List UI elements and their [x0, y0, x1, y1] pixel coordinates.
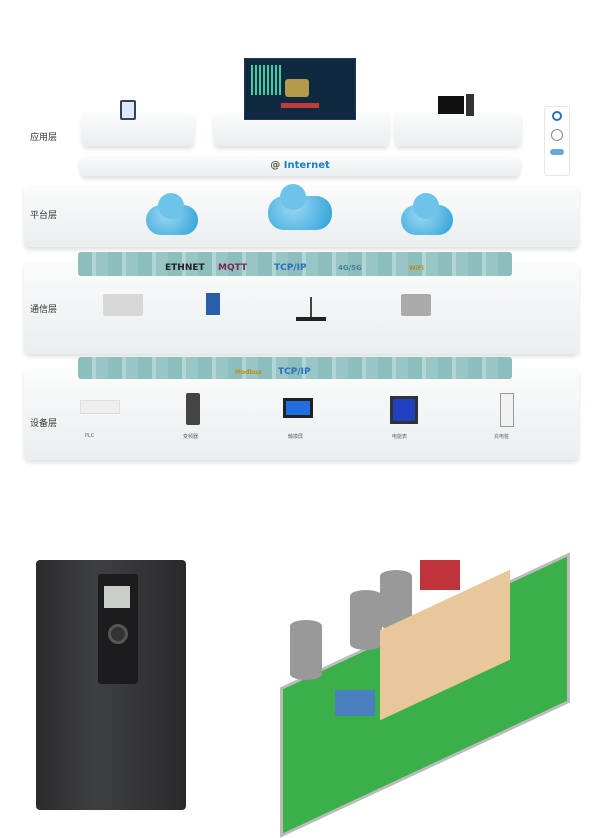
cloud-icon [268, 184, 332, 230]
device-label-charger: 充电桩 [494, 434, 510, 440]
monitor-icon [438, 96, 464, 114]
inverter-device [186, 393, 200, 425]
protocol-tcpip-bottom: TCP/IP [278, 367, 311, 377]
dtu-device [206, 293, 220, 315]
layer-label-device: 设备层 [30, 419, 58, 429]
io-module-device [401, 294, 431, 316]
protocol-band-bottom [78, 357, 512, 379]
protocol-4g5g: 4G/5G [338, 264, 362, 272]
app-slab-pc [395, 112, 521, 146]
pc-tower-icon [466, 94, 474, 116]
app-slab-mobile [82, 112, 194, 146]
side-legend [544, 106, 570, 176]
gear-icon [552, 111, 562, 121]
inverter-photo [36, 560, 186, 810]
protocol-tcpip: TCP/IP [274, 263, 307, 273]
device-label-inverter: 变频器 [183, 434, 199, 440]
circuit-board-photo [260, 540, 580, 838]
touchscreen-device [283, 398, 313, 418]
device-label-meter: 电能表 [392, 434, 408, 440]
antenna-device [296, 317, 326, 321]
layer-label-communication: 通信层 [30, 305, 58, 315]
layer-label-platform: 平台层 [30, 211, 58, 221]
internet-label: Internet [283, 160, 330, 171]
cloud-icon [550, 149, 564, 155]
power-meter-device [390, 396, 418, 424]
protocol-band-top [78, 252, 512, 276]
charger-device [500, 393, 514, 427]
device-label-touchscreen: 触摸屏 [288, 434, 304, 440]
protocol-mqtt: MQTT [218, 263, 248, 273]
dashboard-screen [244, 58, 356, 120]
protocol-ethnet: ETHNET [165, 263, 205, 273]
protocol-wifi: WiFi [409, 265, 424, 272]
tablet-icon [120, 100, 136, 120]
cloud-icon [146, 193, 198, 235]
clock-icon [551, 129, 563, 141]
gateway-device [103, 294, 143, 316]
device-label-plc: PLC [85, 433, 95, 439]
layer-label-application: 应用层 [30, 133, 58, 143]
protocol-modbus: Modbus [235, 369, 262, 376]
internet-band: @ Internet [80, 156, 520, 176]
cloud-icon [401, 193, 453, 235]
plc-device [80, 400, 120, 414]
